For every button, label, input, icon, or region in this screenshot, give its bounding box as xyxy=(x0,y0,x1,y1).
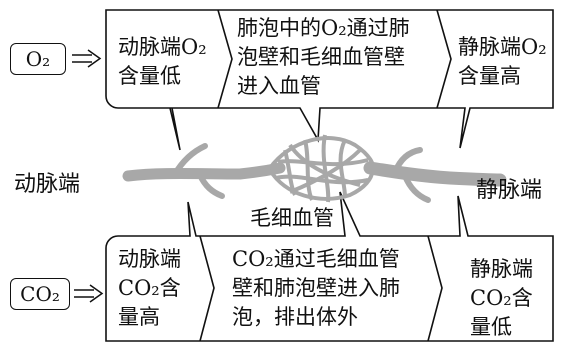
bottom-mid-line-1: CO₂通过毛细血管 xyxy=(232,247,400,271)
vein-vessel xyxy=(363,161,507,187)
top-left-line-1: 动脉端O₂ xyxy=(118,35,207,59)
artery-branch-upper xyxy=(172,143,208,177)
co2-arrow xyxy=(74,284,104,303)
vein-branch-upper xyxy=(392,147,423,175)
bottom-left-line-3: 量高 xyxy=(118,305,160,329)
top-mid-line-2: 泡壁和毛细血管壁 xyxy=(237,45,405,69)
top-mid-line-3: 进入血管 xyxy=(237,74,321,98)
top-divider-2 xyxy=(436,9,452,109)
top-divider-1 xyxy=(217,9,233,109)
o2-box: O₂ xyxy=(10,43,66,75)
top-mid-line-1: 肺泡中的O₂通过肺 xyxy=(237,16,410,40)
bottom-divider-1 xyxy=(199,235,215,342)
artery-end-label: 动脉端 xyxy=(14,172,81,197)
artery-vessel xyxy=(122,162,286,182)
artery-branch-lower xyxy=(197,172,225,199)
co2-box: CO₂ xyxy=(10,278,70,310)
bottom-panel-frame xyxy=(105,191,554,342)
top-left-line-2: 含量低 xyxy=(118,64,181,88)
o2-arrow xyxy=(72,49,102,68)
bottom-right-line-1: 静脉端 xyxy=(470,257,533,281)
vein-end-label: 静脉端 xyxy=(476,178,543,203)
bottom-mid-line-3: 泡，排出体外 xyxy=(232,305,358,329)
capillary-label: 毛细血管 xyxy=(250,206,334,230)
top-right-line-2: 含量高 xyxy=(458,64,521,88)
vein-branch-lower xyxy=(402,173,431,203)
bottom-right-line-2: CO₂含 xyxy=(470,286,533,310)
bottom-left-line-2: CO₂含 xyxy=(118,276,181,300)
capillary-network xyxy=(268,134,375,203)
bottom-mid-line-2: 壁和肺泡壁进入肺 xyxy=(232,276,400,300)
bottom-right-line-3: 量低 xyxy=(470,315,512,339)
bottom-left-line-1: 动脉端 xyxy=(118,247,181,271)
top-panel-frame xyxy=(105,9,554,151)
top-right-line-1: 静脉端O₂ xyxy=(458,35,547,59)
bottom-divider-2 xyxy=(427,235,443,342)
